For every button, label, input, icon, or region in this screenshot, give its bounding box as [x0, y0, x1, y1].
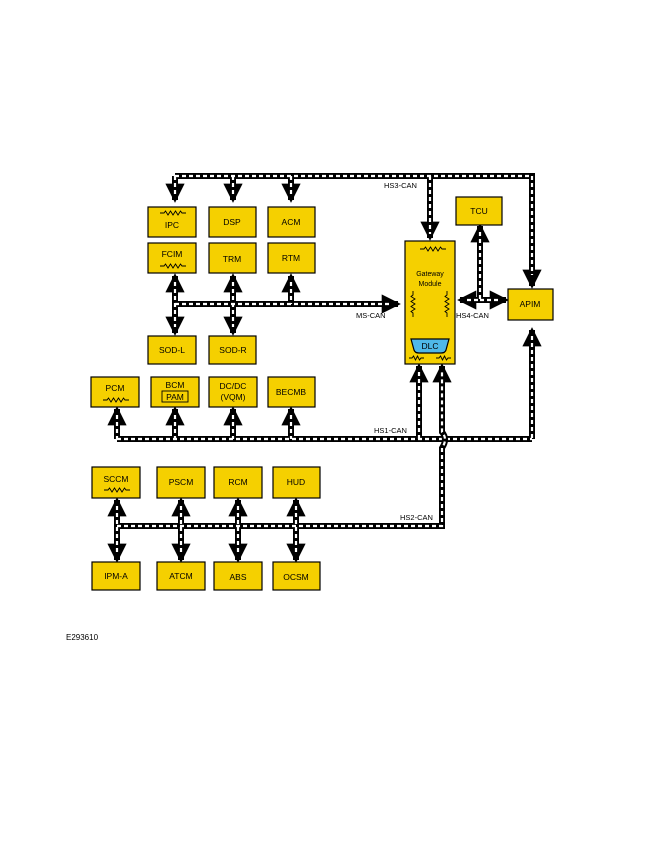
module-ocsm: OCSM [272, 561, 321, 591]
ms-can-label: MS-CAN [356, 311, 386, 320]
pam-box [161, 390, 189, 403]
sod-l-label: SOD-L [159, 345, 185, 355]
module-fcim: FCIM [147, 242, 197, 274]
module-atcm: ATCM [156, 561, 206, 591]
acm-label: ACM [282, 217, 301, 227]
ipc-label: IPC [165, 220, 179, 230]
hs3-can-bus [165, 173, 542, 289]
module-rtm: RTM [267, 242, 316, 274]
apim-label: APIM [520, 299, 541, 309]
tcu-label: TCU [470, 206, 487, 216]
module-becmb: BECMB [267, 376, 316, 408]
module-dsp: DSP [208, 206, 257, 238]
module-dcdc: DC/DC (VQM) [208, 376, 258, 408]
hs4-can-label: HS4-CAN [456, 311, 489, 320]
rcm-label: RCM [228, 477, 247, 487]
module-abs: ABS [213, 561, 263, 591]
hs1-can-bus [107, 327, 542, 442]
module-sod-r: SOD-R [208, 335, 257, 365]
hs4-can-bus [457, 223, 509, 310]
module-rcm: RCM [213, 466, 263, 499]
dlc-label: DLC [421, 341, 438, 351]
pcm-label: PCM [106, 383, 125, 393]
ocsm-label: OCSM [283, 572, 309, 582]
rtm-label: RTM [282, 253, 300, 263]
sod-r-label: SOD-R [219, 345, 246, 355]
module-apim: APIM [507, 288, 554, 321]
module-ipc: IPC [147, 206, 197, 238]
sccm-label: SCCM [103, 474, 128, 484]
module-pcm: PCM [90, 376, 140, 408]
module-ipm-a: IPM-A [91, 561, 141, 591]
hud-label: HUD [287, 477, 305, 487]
dcdc-label-2: (VQM) [220, 392, 245, 402]
pam-label: PAM [166, 392, 184, 402]
hs3-can-label: HS3-CAN [384, 181, 417, 190]
dcdc-label-1: DC/DC [220, 381, 247, 391]
dlc-connector: DLC [410, 338, 450, 354]
dsp-label: DSP [223, 217, 241, 227]
atcm-label: ATCM [169, 571, 192, 581]
hs1-can-label: HS1-CAN [374, 426, 407, 435]
module-sod-l: SOD-L [147, 335, 197, 365]
pscm-label: PSCM [169, 477, 194, 487]
gateway-label-1: Gateway [416, 271, 444, 278]
module-tcu: TCU [455, 196, 503, 226]
hs2-can-bus [107, 363, 452, 563]
ipm-a-label: IPM-A [104, 571, 128, 581]
module-pscm: PSCM [156, 466, 206, 499]
fcim-label: FCIM [162, 249, 183, 259]
bcm-label: BCM [166, 380, 185, 390]
module-hud: HUD [272, 466, 321, 499]
module-acm: ACM [267, 206, 316, 238]
module-trm: TRM [208, 242, 257, 274]
hs2-can-label: HS2-CAN [400, 513, 433, 522]
figure-id: E293610 [66, 633, 99, 642]
ms-can-bus [165, 273, 401, 336]
module-bcm: BCM PAM [150, 376, 200, 408]
gateway-label-2: Module [419, 281, 442, 288]
module-gateway: Gateway Module DLC [404, 240, 456, 365]
module-sccm: SCCM [91, 466, 141, 499]
abs-label: ABS [229, 572, 246, 582]
trm-label: TRM [223, 254, 241, 264]
becmb-label: BECMB [276, 387, 307, 397]
